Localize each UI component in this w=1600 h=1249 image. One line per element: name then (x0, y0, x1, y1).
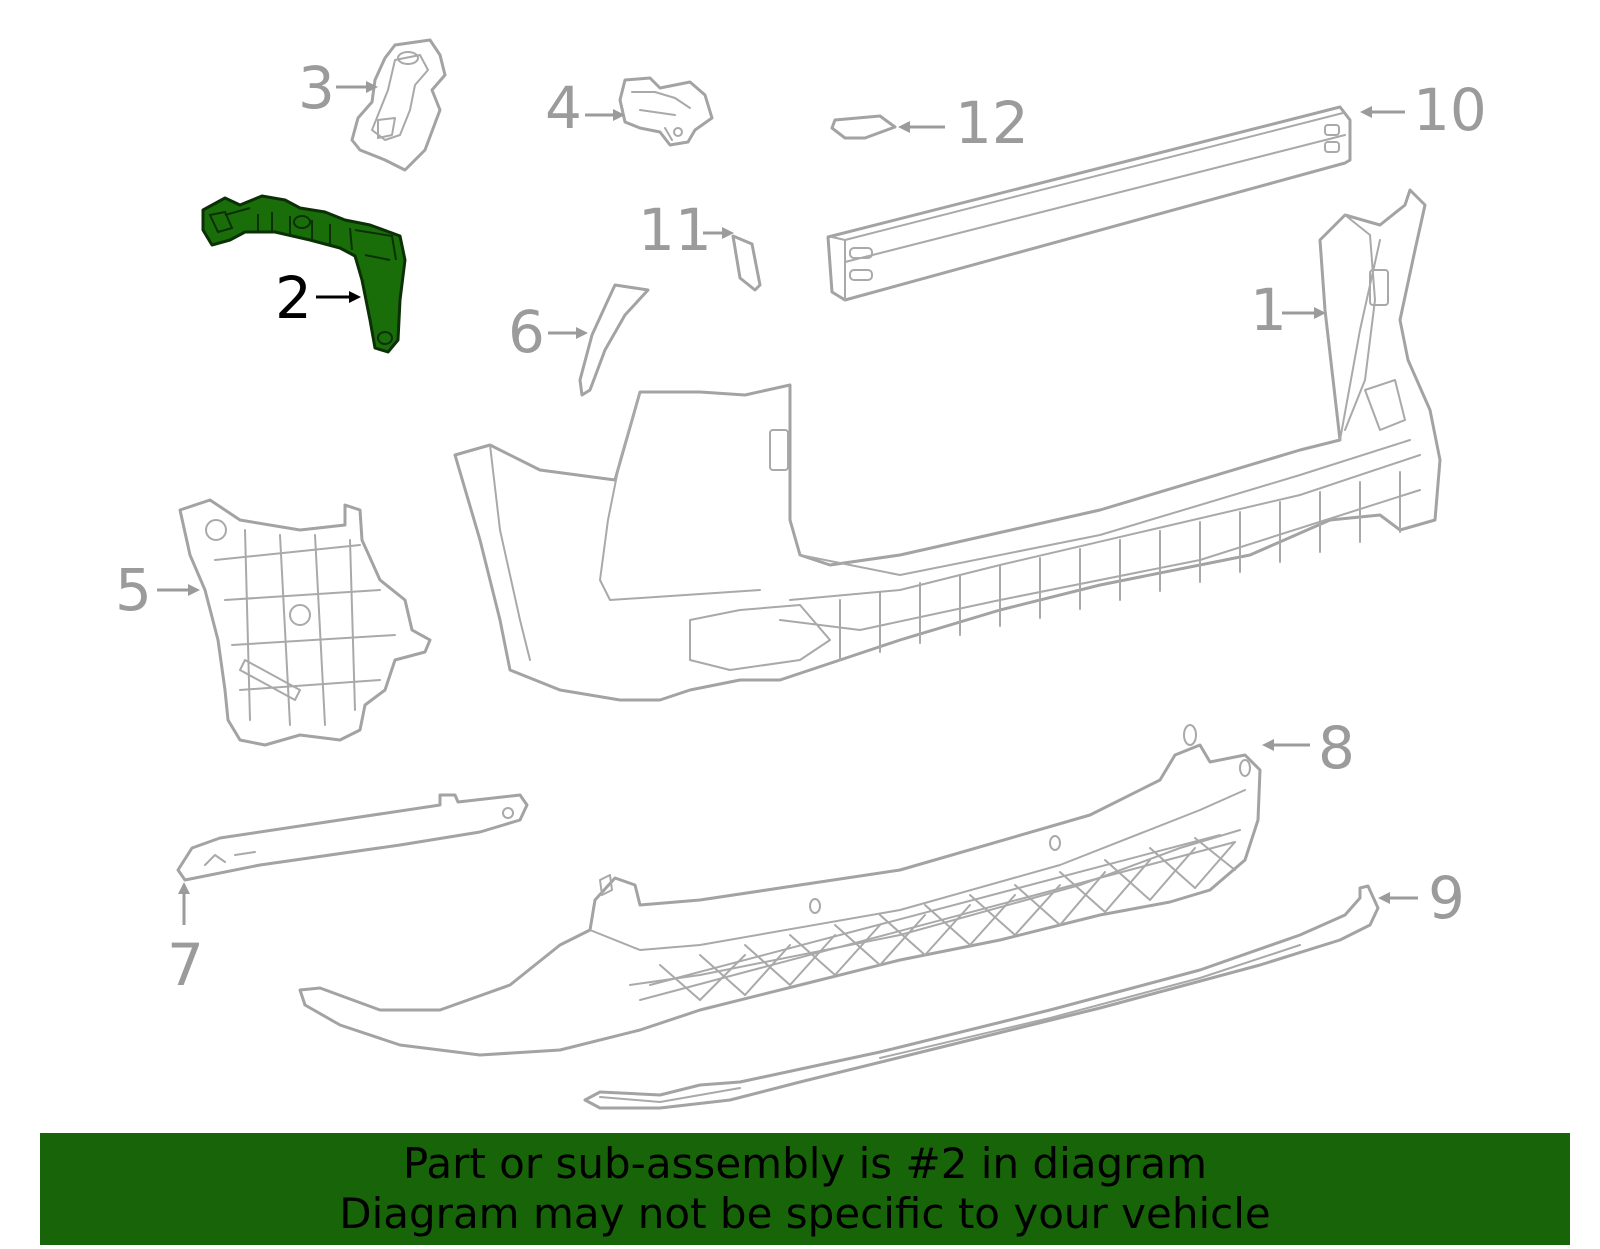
callout-6[interactable]: 6 (508, 298, 545, 366)
part-3-upper-bracket[interactable] (350, 38, 447, 172)
callout-5[interactable]: 5 (115, 556, 152, 624)
part-5-side-bracket[interactable] (178, 498, 432, 747)
part-8-lower-valance[interactable] (298, 724, 1262, 1057)
callout-11[interactable]: 11 (638, 196, 712, 264)
part-2-bracket-highlighted[interactable] (201, 194, 407, 354)
part-1-bumper-cover[interactable] (453, 188, 1442, 702)
notice-banner: Part or sub-assembly is #2 in diagram Di… (40, 1133, 1570, 1245)
callout-7[interactable]: 7 (167, 931, 204, 999)
callout-9[interactable]: 9 (1428, 864, 1465, 932)
callout-12[interactable]: 12 (955, 89, 1029, 157)
callout-4[interactable]: 4 (545, 74, 582, 142)
part-6-reflector[interactable] (578, 283, 650, 397)
callout-3[interactable]: 3 (298, 54, 335, 122)
callout-10[interactable]: 10 (1413, 76, 1487, 144)
part-9-lower-molding[interactable] (583, 884, 1380, 1110)
part-12-pad[interactable] (830, 114, 897, 140)
callout-8[interactable]: 8 (1318, 714, 1355, 782)
banner-line-part-number: Part or sub-assembly is #2 in diagram (402, 1139, 1208, 1188)
callout-1[interactable]: 1 (1250, 276, 1287, 344)
part-10-impact-bar[interactable] (826, 105, 1352, 302)
callout-arrows (157, 81, 1418, 925)
part-4-side-clip[interactable] (618, 76, 714, 147)
callout-2[interactable]: 2 (275, 264, 312, 332)
banner-line-disclaimer: Diagram may not be specific to your vehi… (339, 1189, 1271, 1238)
part-11-tab[interactable] (731, 234, 762, 292)
callout-labels: 3 4 12 10 11 6 1 2 5 7 8 9 (115, 54, 1487, 999)
part-7-trim-strip[interactable] (176, 793, 529, 882)
